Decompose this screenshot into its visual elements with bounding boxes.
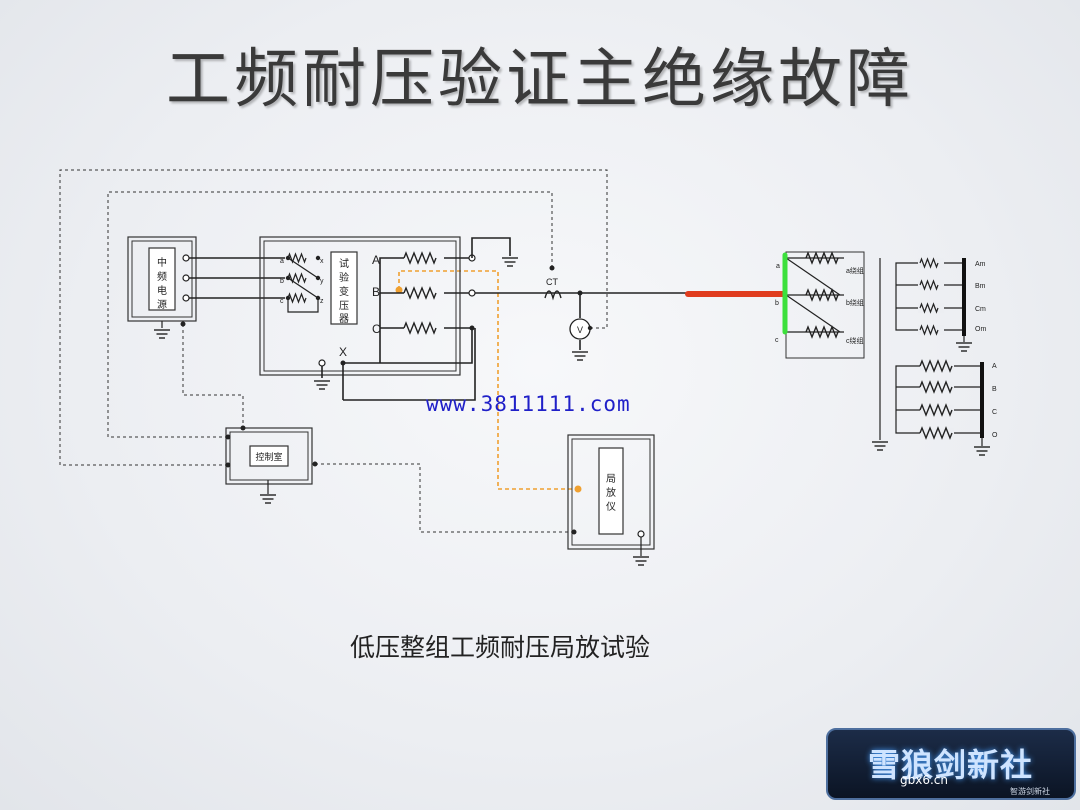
watermark-url: www.3811111.com <box>426 392 631 416</box>
core-and-windings <box>871 258 991 456</box>
control-room-label: 控制室 <box>255 451 282 462</box>
power-source <box>127 236 197 339</box>
terminal-b-label: B <box>992 386 997 393</box>
winding-a-label: a绕组 <box>846 266 864 275</box>
tap-z-label: z <box>320 298 324 305</box>
brand-site: gbx6.cn <box>900 773 948 787</box>
power-source-label-1: 中 <box>157 256 167 269</box>
terminal-c-label: C <box>992 409 997 416</box>
pd-coupling-point <box>395 286 403 294</box>
power-source-label-2: 频 <box>157 270 167 283</box>
phase-c-label: C <box>372 322 381 336</box>
phase-b-label: B <box>372 285 380 299</box>
pd-input-point <box>574 485 582 493</box>
tap-c-label: c <box>280 298 284 305</box>
test-transformer-label-3: 变 <box>339 285 349 298</box>
diagram-caption: 低压整组工频耐压局放试验 <box>349 633 650 662</box>
terminal-o-label: O <box>992 432 998 439</box>
winding-b-label: b绕组 <box>846 298 864 307</box>
tap-y-label: y <box>320 278 324 285</box>
test-transformer-label-1: 试 <box>339 257 349 270</box>
pd-meter-label-3: 仪 <box>606 501 616 513</box>
pd-signal-line <box>398 270 578 490</box>
a-phase-ground <box>471 237 511 258</box>
tap-b-label: b <box>280 278 284 285</box>
hv-windings <box>321 257 476 401</box>
voltmeter-label: V <box>577 325 583 335</box>
ct-icon <box>544 290 562 301</box>
terminal-bm-label: Bm <box>975 283 986 290</box>
test-transformer <box>259 236 461 376</box>
pd-meter <box>567 434 655 566</box>
control-room <box>225 427 313 504</box>
dut-c-label: c <box>775 337 779 344</box>
test-transformer-label-2: 验 <box>339 271 349 284</box>
power-source-label-3: 电 <box>157 284 167 297</box>
control-wiring <box>59 169 608 533</box>
terminal-om-label: Om <box>975 326 986 333</box>
dut-b-label: b <box>775 300 779 307</box>
ct-label: CT <box>546 277 558 287</box>
transformer-under-test <box>782 251 865 359</box>
neutral-x-label: X <box>339 345 347 359</box>
primary-windings <box>285 253 321 313</box>
dut-a-label: a <box>776 263 780 270</box>
brand-logo-text: 雪狼剑新社 <box>868 746 1034 784</box>
winding-c-label: c绕组 <box>846 336 864 345</box>
supply-lines <box>187 257 285 299</box>
phase-a-label: A <box>372 253 380 267</box>
pd-meter-label-1: 局 <box>606 473 616 485</box>
terminal-a-label: A <box>992 363 997 370</box>
brand-subtext: 智游剑新社 <box>1010 787 1050 796</box>
tap-x-label: x <box>320 258 324 265</box>
terminal-am-label: Am <box>975 261 986 268</box>
page-title: 工频耐压验证主绝缘故障 <box>166 43 914 117</box>
brand-logo: 雪狼剑新社 <box>826 728 1076 800</box>
power-source-label-4: 源 <box>157 298 167 311</box>
terminal-cm-label: Cm <box>975 306 986 313</box>
test-transformer-label-5: 器 <box>339 313 349 325</box>
pd-meter-label-2: 放 <box>606 486 616 499</box>
tap-a-label: a <box>280 258 284 265</box>
test-transformer-label-4: 压 <box>339 300 349 312</box>
